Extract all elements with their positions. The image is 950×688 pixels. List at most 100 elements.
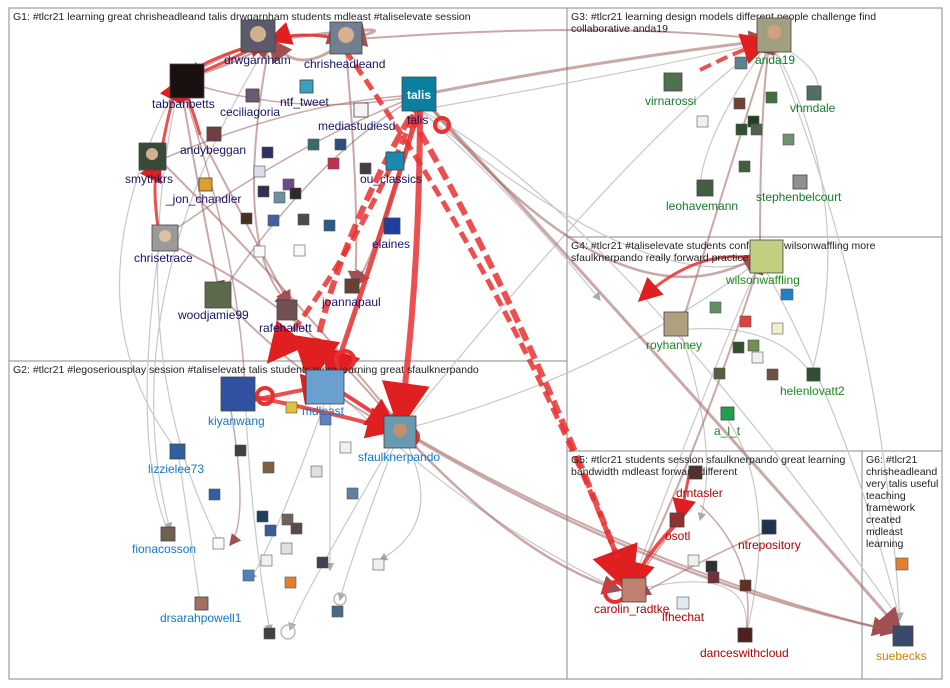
node-avatar[interactable] [782, 133, 795, 146]
node-joannapaul-avatar[interactable] [344, 278, 360, 294]
node-avatar[interactable] [280, 542, 293, 555]
node-avatar[interactable] [293, 244, 306, 257]
node-stephenbelcourt-avatar[interactable] [792, 174, 808, 190]
node-avatar[interactable] [212, 537, 225, 550]
node-avatar[interactable] [234, 444, 247, 457]
node-avatar[interactable] [323, 219, 336, 232]
node-ntrepository-avatar[interactable] [761, 519, 777, 535]
node-vhmdale-avatar[interactable] [806, 85, 822, 101]
label-osotl[interactable]: osotl [665, 529, 690, 543]
label-carolin_radtke[interactable]: carolin_radtke [594, 602, 670, 616]
node-avatar[interactable] [359, 162, 372, 175]
node-avatar[interactable] [780, 288, 794, 301]
label-jon_chandler[interactable]: _jon_chandler [165, 192, 241, 206]
label-virnarossi[interactable]: virnarossi [645, 94, 696, 108]
node-avatar[interactable] [253, 165, 266, 178]
node-avatar[interactable] [738, 160, 751, 173]
node-leohavemann-avatar[interactable] [696, 179, 714, 197]
node-avatar[interactable] [734, 56, 748, 70]
node-suebecks-avatar[interactable] [892, 625, 914, 647]
node-avatar[interactable] [765, 91, 778, 104]
node-avatar[interactable] [297, 213, 310, 226]
node-fionacosson-avatar[interactable] [160, 526, 176, 542]
node-avatar[interactable] [331, 605, 344, 618]
label-leohavemann[interactable]: leohavemann [666, 199, 738, 213]
node-avatar[interactable] [372, 558, 385, 571]
node-avatar[interactable] [264, 524, 277, 537]
label-lfhechat[interactable]: lfhechat [662, 610, 705, 624]
node-tabbanbetts-avatar[interactable] [169, 63, 205, 99]
label-smythkrs[interactable]: smythkrs [125, 172, 173, 186]
label-mediastudiesd[interactable]: mediastudiesd [318, 119, 395, 133]
node-avatar[interactable] [319, 413, 332, 426]
node-avatar[interactable] [310, 465, 323, 478]
node-avatar[interactable] [290, 522, 303, 535]
node-avatar[interactable] [739, 315, 752, 328]
label-tabbanbetts[interactable]: tabbanbetts [152, 97, 215, 111]
label-suebecks[interactable]: suebecks [876, 649, 927, 663]
node-avatar[interactable] [709, 301, 722, 314]
label-fionacosson[interactable]: fionacosson [132, 542, 196, 556]
node-avatar[interactable] [267, 214, 280, 227]
node-avatar[interactable] [346, 487, 359, 500]
node-avatar[interactable] [257, 185, 270, 198]
node-drsarahpowell1-avatar[interactable] [194, 596, 209, 611]
node-a_l_t-avatar[interactable] [720, 406, 735, 421]
node-mediastudiesd-avatar[interactable] [353, 102, 369, 118]
node-avatar[interactable] [253, 245, 266, 258]
label-danceswithcloud[interactable]: danceswithcloud [700, 646, 789, 660]
node-royhanney-avatar[interactable] [663, 311, 689, 337]
node-avatar[interactable] [316, 556, 329, 569]
node-avatar[interactable] [733, 97, 746, 110]
node-talis-avatar[interactable] [401, 76, 437, 112]
node-mdleast-avatar[interactable] [305, 369, 345, 405]
node-elaines-avatar[interactable] [383, 217, 401, 235]
node-avatar[interactable] [750, 123, 763, 136]
node-drntasler-avatar[interactable] [688, 465, 703, 480]
node-rafehallett-avatar[interactable] [276, 299, 298, 321]
node-andybeggan-avatar[interactable] [206, 126, 222, 142]
node-avatar[interactable] [289, 187, 302, 200]
node-avatar[interactable] [307, 138, 320, 151]
node-avatar[interactable] [262, 461, 275, 474]
label-joannapaul[interactable]: joannapaul [321, 295, 381, 309]
node-avatar[interactable] [285, 401, 298, 414]
node-danceswithcloud-avatar[interactable] [737, 627, 753, 643]
label-sfaulknerpando[interactable]: sfaulknerpando [358, 450, 440, 464]
label-chrisetrace[interactable]: chrisetrace [134, 251, 193, 265]
label-lizzielee73[interactable]: lizzielee73 [148, 462, 204, 476]
label-wilsonwaffling[interactable]: wilsonwaffling [725, 273, 800, 287]
node-avatar[interactable] [339, 441, 352, 454]
label-ou_classics[interactable]: ou_classics [360, 172, 422, 186]
node-jon_chandler-avatar[interactable] [198, 177, 213, 192]
node-avatar[interactable] [713, 367, 726, 380]
node-avatar[interactable] [707, 571, 720, 584]
node-kiyanwang-avatar[interactable] [220, 376, 256, 412]
node-avatar[interactable] [261, 146, 274, 159]
node-avatar[interactable] [766, 368, 779, 381]
node-avatar[interactable] [676, 596, 690, 610]
node-avatar[interactable] [281, 513, 294, 526]
node-avatar[interactable] [240, 212, 253, 225]
label-drsarahpowell1[interactable]: drsarahpowell1 [160, 611, 242, 625]
node-woodjamie99-avatar[interactable] [204, 281, 232, 309]
label-stephenbelcourt[interactable]: stephenbelcourt [756, 190, 842, 204]
node-avatar[interactable] [895, 557, 909, 571]
node-avatar[interactable] [739, 579, 752, 592]
node-avatar[interactable] [747, 339, 760, 352]
node-avatar[interactable] [282, 178, 295, 191]
label-helenlovatt2[interactable]: helenlovatt2 [780, 384, 845, 398]
label-elaines[interactable]: elaines [372, 237, 410, 251]
label-talis[interactable]: talis [407, 113, 428, 127]
node-avatar[interactable] [732, 341, 745, 354]
node-avatar[interactable] [273, 191, 286, 204]
node-avatar[interactable] [705, 560, 718, 573]
node-avatar[interactable] [771, 322, 784, 335]
label-chrisheadleand[interactable]: chrisheadleand [304, 57, 385, 71]
label-woodjamie99[interactable]: woodjamie99 [177, 308, 249, 322]
node-avatar[interactable] [260, 554, 273, 567]
node-wilsonwaffling-avatar[interactable] [749, 239, 784, 274]
label-rafehallett[interactable]: rafehallett [259, 321, 312, 335]
node-osotl-avatar[interactable] [669, 512, 685, 528]
node-ou_classics-avatar[interactable] [385, 151, 405, 171]
